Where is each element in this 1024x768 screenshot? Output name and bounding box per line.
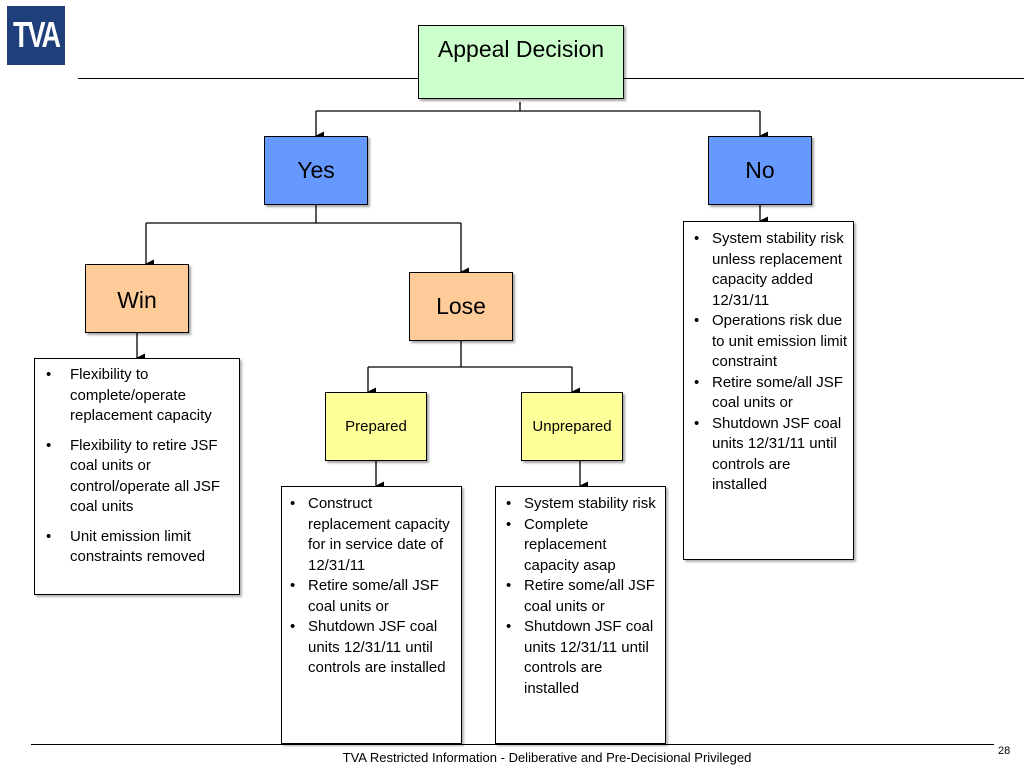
- appeal-decision-node: Appeal Decision: [418, 25, 624, 99]
- no-bullet: System stability risk unless replacement…: [694, 229, 849, 311]
- unprepared-bullet: System stability risk: [506, 494, 661, 515]
- prepared-bullet: Construct replacement capacity for in se…: [290, 494, 457, 576]
- yes-label: Yes: [297, 157, 335, 183]
- no-details-box: System stability risk unless replacement…: [683, 221, 854, 560]
- no-node: No: [708, 136, 812, 205]
- unprepared-bullet: Complete replacement capacity asap: [506, 515, 661, 577]
- lose-node: Lose: [409, 272, 513, 341]
- prepared-label: Prepared: [345, 418, 407, 435]
- unprepared-label: Unprepared: [532, 418, 612, 435]
- header-rule-right: [624, 78, 1024, 79]
- footer-rule: [31, 744, 994, 745]
- win-bullet: Flexibility to complete/operate replacem…: [46, 365, 235, 427]
- unprepared-node: Unprepared: [521, 392, 623, 461]
- prepared-bullet: Shutdown JSF coal units 12/31/11 until c…: [290, 617, 457, 679]
- unprepared-details-box: System stability risk Complete replaceme…: [495, 486, 666, 744]
- unprepared-details-list: System stability risk Complete replaceme…: [506, 494, 661, 699]
- no-bullet: Retire some/all JSF coal units or: [694, 373, 849, 414]
- win-label: Win: [117, 287, 157, 313]
- page-number: 28: [998, 745, 1011, 757]
- tva-logo-text: TVA: [13, 14, 61, 56]
- appeal-decision-label: Appeal Decision: [437, 36, 605, 62]
- unprepared-bullet: Retire some/all JSF coal units or: [506, 576, 661, 617]
- win-bullet: Flexibility to retire JSF coal units or …: [46, 436, 235, 518]
- footer-classification: TVA Restricted Information - Deliberativ…: [342, 750, 752, 765]
- tva-logo: TVA: [7, 6, 65, 65]
- win-node: Win: [85, 264, 189, 333]
- win-details-list: Flexibility to complete/operate replacem…: [46, 365, 235, 568]
- no-label: No: [745, 157, 775, 183]
- prepared-node: Prepared: [325, 392, 427, 461]
- header-rule-left: [78, 78, 418, 79]
- prepared-details-box: Construct replacement capacity for in se…: [281, 486, 462, 744]
- prepared-details-list: Construct replacement capacity for in se…: [290, 494, 457, 679]
- lose-label: Lose: [436, 293, 486, 319]
- unprepared-bullet: Shutdown JSF coal units 12/31/11 until c…: [506, 617, 661, 699]
- yes-node: Yes: [264, 136, 368, 205]
- no-bullet: Shutdown JSF coal units 12/31/11 until c…: [694, 414, 849, 496]
- no-bullet: Operations risk due to unit emission lim…: [694, 311, 849, 373]
- no-details-list: System stability risk unless replacement…: [694, 229, 849, 496]
- win-details-box: Flexibility to complete/operate replacem…: [34, 358, 240, 595]
- prepared-bullet: Retire some/all JSF coal units or: [290, 576, 457, 617]
- win-bullet: Unit emission limit constraints removed: [46, 527, 235, 568]
